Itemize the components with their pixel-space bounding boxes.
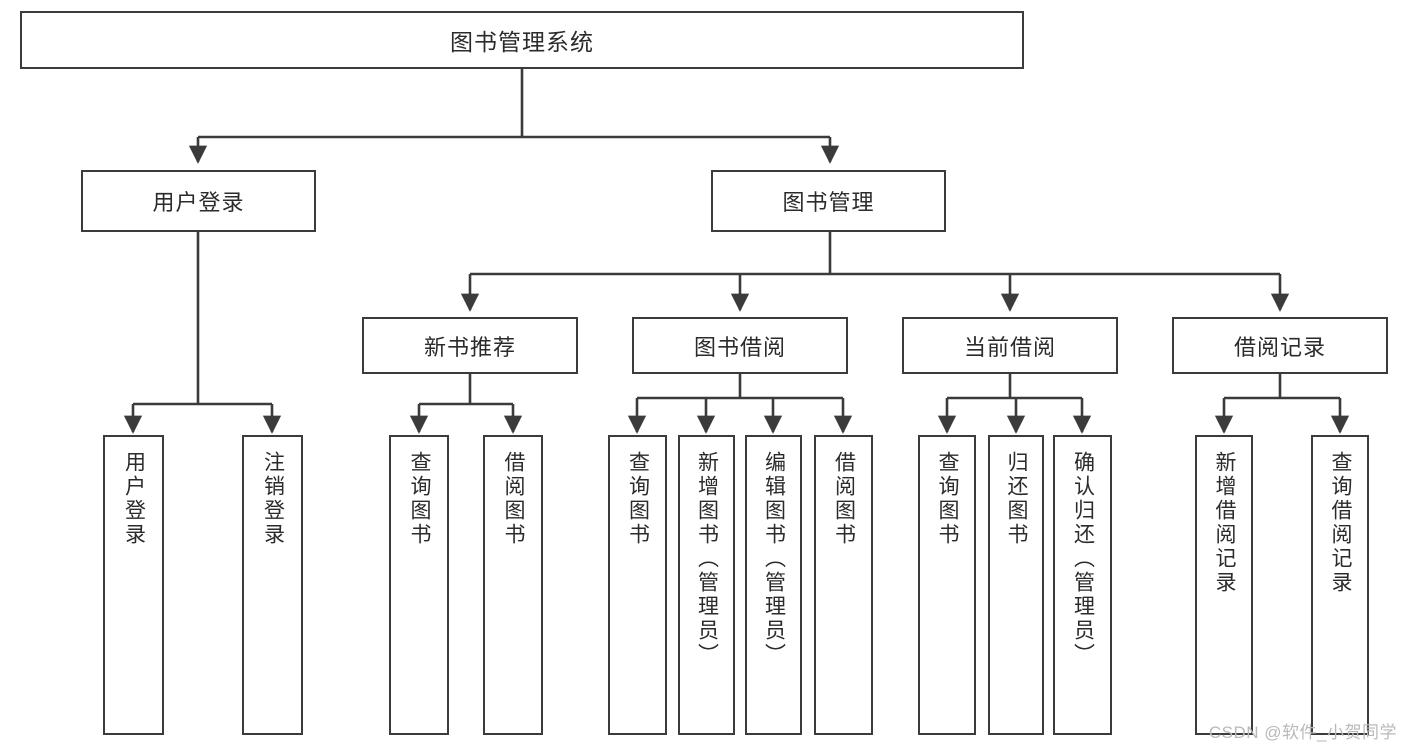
- leaf-query-borrow-record[interactable]: 查询借阅记录: [1311, 435, 1369, 735]
- leaf-label: 编辑图书（管理员）: [762, 451, 786, 667]
- leaf-label: 新增图书（管理员）: [695, 451, 719, 667]
- leaf-query-book-current[interactable]: 查询图书: [918, 435, 976, 735]
- node-user-login[interactable]: 用户登录: [81, 170, 316, 232]
- leaf-label: 归还图书: [1005, 451, 1029, 547]
- leaf-label: 查询图书: [936, 451, 960, 547]
- leaf-label: 查询图书: [408, 451, 432, 547]
- leaf-label: 确认归还（管理员）: [1071, 451, 1095, 667]
- leaf-confirm-return-admin[interactable]: 确认归还（管理员）: [1053, 435, 1112, 735]
- leaf-user-login[interactable]: 用户登录: [103, 435, 164, 735]
- leaf-label: 新增借阅记录: [1213, 451, 1237, 595]
- watermark-text: CSDN @软件_小贺同学: [1208, 723, 1397, 742]
- leaf-label: 借阅图书: [502, 451, 526, 547]
- leaf-add-book-admin[interactable]: 新增图书（管理员）: [678, 435, 735, 735]
- leaf-logout[interactable]: 注销登录: [242, 435, 303, 735]
- leaf-add-borrow-record[interactable]: 新增借阅记录: [1195, 435, 1253, 735]
- leaf-return-book[interactable]: 归还图书: [988, 435, 1044, 735]
- leaf-query-book-recommend[interactable]: 查询图书: [389, 435, 449, 735]
- leaf-label: 查询借阅记录: [1329, 451, 1353, 595]
- leaf-borrow-book[interactable]: 借阅图书: [814, 435, 873, 735]
- node-root-system[interactable]: 图书管理系统: [20, 11, 1024, 69]
- leaf-label: 用户登录: [122, 451, 146, 547]
- node-book-borrow[interactable]: 图书借阅: [632, 317, 848, 374]
- node-new-book-recommend[interactable]: 新书推荐: [362, 317, 578, 374]
- leaf-label: 查询图书: [626, 451, 650, 547]
- leaf-label: 注销登录: [261, 451, 285, 547]
- node-book-management[interactable]: 图书管理: [711, 170, 946, 232]
- leaf-label: 借阅图书: [832, 451, 856, 547]
- leaf-borrow-book-recommend[interactable]: 借阅图书: [483, 435, 543, 735]
- node-current-borrow[interactable]: 当前借阅: [902, 317, 1118, 374]
- leaf-query-book-borrow[interactable]: 查询图书: [608, 435, 667, 735]
- node-borrow-records[interactable]: 借阅记录: [1172, 317, 1388, 374]
- leaf-edit-book-admin[interactable]: 编辑图书（管理员）: [745, 435, 802, 735]
